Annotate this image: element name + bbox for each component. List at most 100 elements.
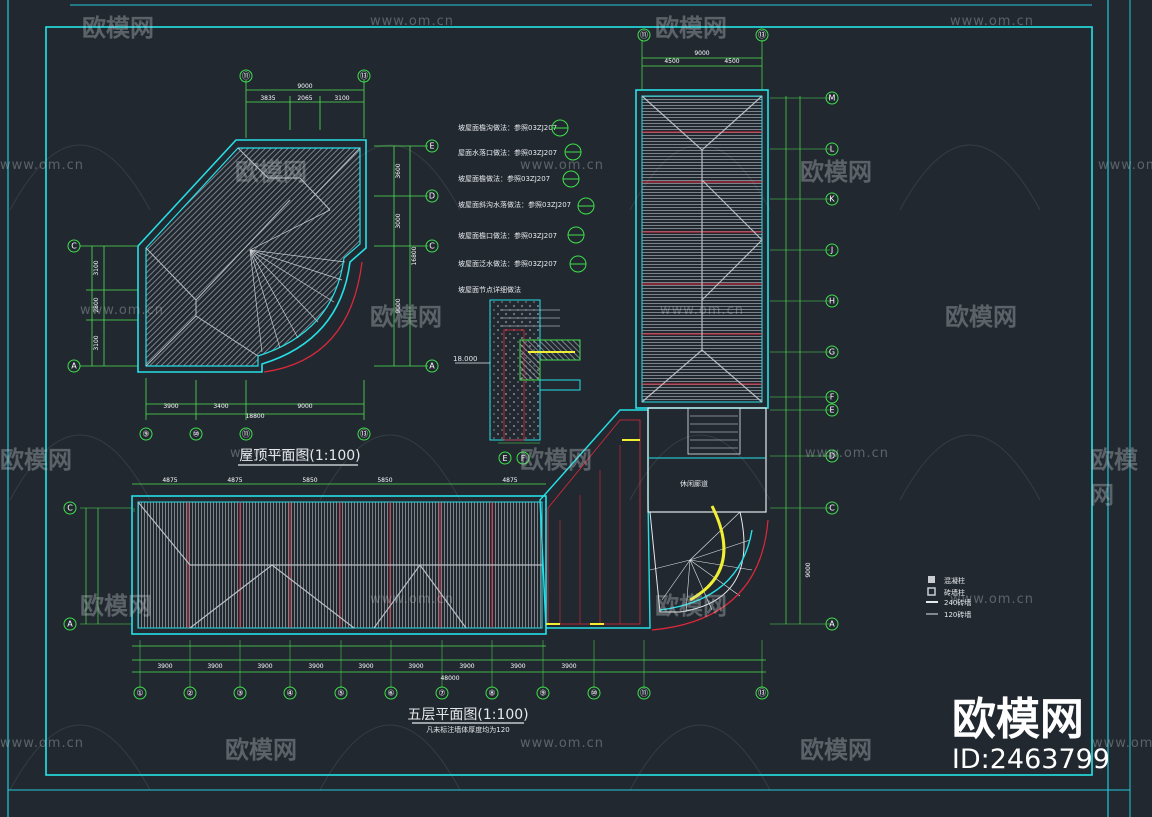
grid-right-7: F xyxy=(830,393,835,402)
brand-name: 欧模网 xyxy=(951,694,1084,745)
note-2: 屋面水落口做法：参照03ZJ207 xyxy=(458,148,557,157)
svg-text:E: E xyxy=(502,454,507,463)
roof-dim-bottom-2: 3400 xyxy=(213,403,228,410)
grid-right-5: H xyxy=(829,297,835,306)
grid-bottom-6: ⑥ xyxy=(387,689,394,698)
roof-grid-top-1: ⑪ xyxy=(242,72,250,81)
watermark-site: www.om.cn xyxy=(1092,736,1152,751)
grid-right-11: A xyxy=(829,620,835,629)
legend: 混凝柱 砖墙柱 240砖墙 120砖墙 xyxy=(926,576,971,619)
roof-dim-bottom-3: 9000 xyxy=(297,403,312,410)
watermark-brand: 欧模网 xyxy=(520,446,592,474)
roof-grid-right-1: E xyxy=(429,142,434,151)
grid-left-2: A xyxy=(67,620,73,629)
dim-top-1: 4875 xyxy=(162,477,177,484)
grid-right-2: L xyxy=(830,145,835,154)
watermark-site: www.om.cn xyxy=(0,736,84,751)
dim-top-3: 5850 xyxy=(302,477,317,484)
dim-row-4: 3900 xyxy=(308,663,323,670)
watermark-site: www.om.cn xyxy=(805,446,889,461)
roof-dim-top-2: 2065 xyxy=(297,95,312,102)
grid-left-1: C xyxy=(67,504,73,513)
grid-bottom-4: ④ xyxy=(286,689,293,698)
brand-stamp: 欧模网 ID:2463799 xyxy=(952,696,1110,776)
watermark-site: www.om.cn xyxy=(950,14,1034,29)
elevation-label: 18.000 xyxy=(453,355,478,363)
roof-grid-bottom-2: ⑩ xyxy=(192,430,199,439)
grid-bottom-8: ⑧ xyxy=(488,689,495,698)
watermark-brand: 欧模网 xyxy=(235,158,307,186)
grid-right-4: J xyxy=(830,246,833,255)
dim-top-half-1: 4500 xyxy=(664,58,679,65)
watermark-arcs xyxy=(9,144,1041,791)
roof-grid-top-2: ⑬ xyxy=(360,72,368,81)
grid-right-3: K xyxy=(829,195,835,204)
roof-dim-left-3: 3100 xyxy=(93,335,100,350)
note-3: 坡屋面檐做法：参照03ZJ207 xyxy=(458,174,550,183)
dim-top-total: 9000 xyxy=(694,50,709,57)
roof-dim-right-3: 9000 xyxy=(395,298,402,313)
dim-row-7: 3900 xyxy=(459,663,474,670)
roof-plan: ⑪ ⑬ ⑨ ⑩ ⑪ ⑬ E D C A C A 9000 3835 2065 3… xyxy=(67,69,439,466)
note-7: 坡屋面节点详细做法 xyxy=(458,285,521,294)
dim-row-2: 3900 xyxy=(207,663,222,670)
dim-top-5: 4875 xyxy=(502,477,517,484)
grid-bottom-10: ⑩ xyxy=(590,689,597,698)
roof-plan-title: 屋顶平面图(1:100) xyxy=(239,448,360,464)
watermark-site: www.om.cn xyxy=(370,14,454,29)
roof-grid-right-3: C xyxy=(429,242,435,251)
roof-grid-left-1: C xyxy=(71,242,77,251)
watermark-site: www.om.cn xyxy=(370,592,454,607)
roof-grid-right-2: D xyxy=(429,192,435,201)
dim-top-half-2: 4500 xyxy=(724,58,739,65)
watermark-brand: 欧模网 xyxy=(82,14,154,42)
note-5: 坡屋面檐口做法：参照03ZJ207 xyxy=(458,231,557,240)
grid-bottom-7: ⑦ xyxy=(438,689,445,698)
eave-section-detail: 18.000 E F xyxy=(453,299,581,465)
watermark-brand: 欧模网 xyxy=(80,592,152,620)
watermark-site: www.om.cn xyxy=(520,736,604,751)
roof-grid-bottom-1: ⑨ xyxy=(142,430,149,439)
roof-dim-left-2: 2800 xyxy=(93,297,100,312)
legend-swatch-brick-column xyxy=(927,587,936,596)
watermark-brand: 欧模网 xyxy=(655,14,727,42)
dim-row-6: 3900 xyxy=(408,663,423,670)
note-6: 坡屋面泛水做法：参照03ZJ207 xyxy=(458,259,557,268)
roof-dim-right-2: 3000 xyxy=(395,213,402,228)
watermark-site: www.om.cn xyxy=(520,158,604,173)
dim-row-5: 3900 xyxy=(358,663,373,670)
watermark-site: www.om.cn xyxy=(660,303,744,318)
grid-bottom-9: ⑨ xyxy=(539,689,546,698)
roof-dim-top-1: 3835 xyxy=(260,95,275,102)
floor-plan-title: 五层平面图(1:100) xyxy=(407,707,528,723)
brand-id: ID:2463799 xyxy=(951,744,1110,775)
watermark-brand: 欧模网 xyxy=(1090,446,1138,509)
grid-right-8: E xyxy=(829,406,834,415)
watermark-brand: 欧模网 xyxy=(0,446,72,474)
dim-row-9: 3900 xyxy=(561,663,576,670)
grid-right-1: M xyxy=(829,94,836,103)
room-label: 休闲廊道 xyxy=(680,479,708,488)
roof-dim-right-1: 3600 xyxy=(395,163,402,178)
legend-label-1: 混凝柱 xyxy=(944,576,965,585)
legend-swatch-concrete-column xyxy=(928,576,935,583)
roof-dim-left-1: 3100 xyxy=(93,260,100,275)
legend-label-3: 240砖墙 xyxy=(944,598,971,607)
watermark-site: www.om.cn xyxy=(80,303,164,318)
watermark-site: www.om.cn xyxy=(1098,158,1152,173)
watermark-site: www.om.cn xyxy=(0,158,84,173)
watermark-site: www.om.cn xyxy=(950,592,1034,607)
roof-grid-left-2: A xyxy=(71,362,77,371)
dim-top-2: 4875 xyxy=(227,477,242,484)
note-4: 坡屋面斜沟水落做法：参照03ZJ207 xyxy=(458,200,571,209)
construction-notes: 坡屋面檐沟做法：参照03ZJ207 屋面水落口做法：参照03ZJ207 坡屋面檐… xyxy=(458,119,595,294)
svg-text:F: F xyxy=(521,454,526,463)
roof-grid-bottom-3: ⑪ xyxy=(242,430,250,439)
roof-grid-bottom-4: ⑬ xyxy=(360,430,368,439)
grid-bottom-11: ⑪ xyxy=(640,689,648,698)
legend-label-2: 砖墙柱 xyxy=(944,588,965,597)
legend-label-4: 120砖墙 xyxy=(944,610,971,619)
watermark-brand: 欧模网 xyxy=(225,736,297,764)
note-1: 坡屋面檐沟做法：参照03ZJ207 xyxy=(458,123,557,132)
